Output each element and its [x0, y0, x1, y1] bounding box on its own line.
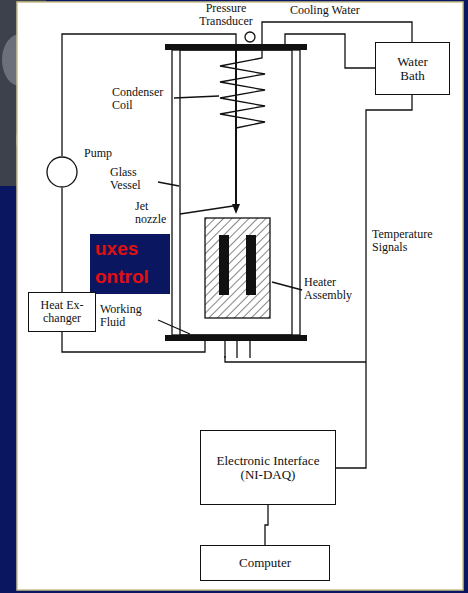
- pump-outline: [46, 156, 78, 188]
- part-label: Cooling Water: [290, 4, 360, 17]
- signal-line: [330, 95, 412, 468]
- part-label: Condenser Coil: [112, 86, 172, 112]
- interface-box: Electronic Interface (NI-DAQ): [200, 430, 336, 505]
- part-label: Heater Assembly: [304, 276, 362, 302]
- heater-cartridge: [246, 235, 256, 295]
- heater-pin: [224, 341, 225, 358]
- title-fragment-ground: [90, 234, 170, 294]
- signal-line: [225, 356, 366, 362]
- node-label: Heat Ex- changer: [35, 299, 89, 325]
- node-label: Water Bath: [392, 55, 434, 83]
- connector-line: [265, 505, 268, 545]
- heater-pin: [249, 341, 250, 358]
- node-label: Pump: [84, 146, 112, 160]
- nozzle-tip: [232, 204, 240, 214]
- heat-exchanger-box: Heat Ex- changer: [28, 292, 96, 332]
- fluid-line: [62, 34, 236, 156]
- cooling-line: [285, 34, 375, 68]
- leader-line: [174, 96, 219, 98]
- leader-line: [272, 282, 302, 290]
- part-label: Pressure Transducer: [195, 2, 257, 28]
- title-fragment: uxes: [95, 238, 138, 260]
- top-plate: [165, 44, 307, 50]
- water-bath-box: Water Bath: [375, 42, 450, 95]
- heater-cartridge: [219, 235, 229, 295]
- leader-line: [158, 320, 190, 334]
- node-label: Electronic Interface (NI-DAQ): [207, 454, 329, 482]
- jet-nozzle: [235, 44, 237, 208]
- condenser-coil: [220, 50, 265, 128]
- computer-box: Computer: [200, 545, 330, 581]
- part-label: Glass Vessel: [110, 166, 156, 192]
- heater-assembly: [205, 218, 270, 318]
- part-label: Jet nozzle: [135, 200, 179, 226]
- part-label: Working Fluid: [100, 303, 156, 329]
- bottom-plate: [165, 335, 307, 341]
- heater-pin: [236, 341, 237, 358]
- node-label: Computer: [239, 556, 291, 570]
- pump-circle: [47, 157, 77, 187]
- panel: [17, 2, 463, 590]
- pump-symbol: Pump: [46, 156, 78, 188]
- title-fragment: ontrol: [95, 266, 149, 288]
- leader-line: [180, 206, 233, 214]
- pressure-transducer: [245, 32, 255, 42]
- connector-line: [61, 188, 62, 292]
- part-label: Temperature Signals: [372, 228, 446, 254]
- leader-line: [158, 182, 179, 186]
